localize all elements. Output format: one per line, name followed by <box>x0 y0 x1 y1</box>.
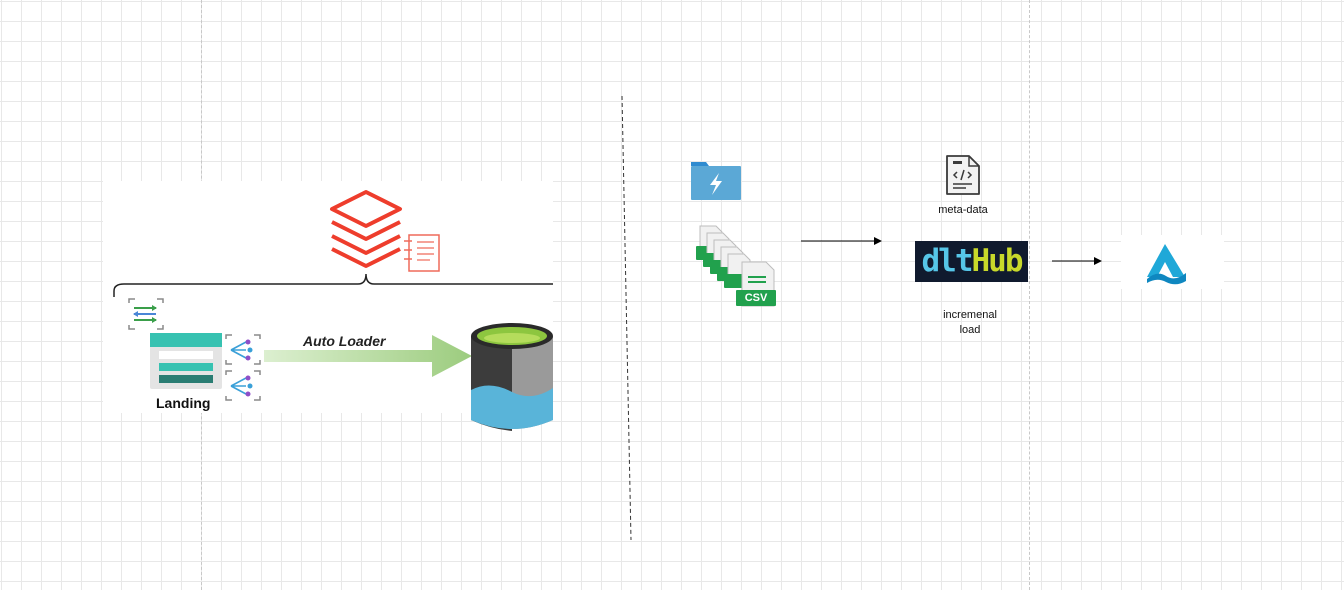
metadata-file-icon[interactable] <box>946 155 980 195</box>
notebook-icon[interactable] <box>404 234 440 272</box>
page-guide <box>1029 0 1030 590</box>
flow-arrow <box>1052 257 1102 265</box>
auto-loader-arrow <box>264 335 472 377</box>
csv-badge-label: CSV <box>744 292 768 304</box>
incremental-load-label: incremenal load <box>930 308 1010 338</box>
data-lake-icon[interactable] <box>471 323 553 431</box>
incremental-label-line2: load <box>959 324 981 336</box>
databricks-icon[interactable] <box>330 190 402 268</box>
dlthub-logo[interactable]: dltHub <box>915 241 1028 282</box>
scope-brace <box>113 273 553 297</box>
section-divider <box>621 95 632 541</box>
data-lake-logo[interactable] <box>1147 244 1186 285</box>
event-grid-icon[interactable] <box>225 334 261 365</box>
landing-storage-icon[interactable] <box>150 333 222 389</box>
dlthub-logo-dlt: dlt <box>921 243 974 279</box>
incremental-label-line1: incremenal <box>943 309 997 321</box>
data-factory-icon[interactable] <box>128 298 164 330</box>
event-grid-icon[interactable] <box>225 370 261 401</box>
csv-files-icon[interactable] <box>696 225 776 307</box>
dlthub-logo-hub: Hub <box>971 243 1024 279</box>
metadata-label: meta-data <box>938 204 988 216</box>
landing-label: Landing <box>156 395 211 411</box>
flow-arrow <box>801 237 882 245</box>
azure-files-icon[interactable] <box>691 162 741 200</box>
auto-loader-label: Auto Loader <box>303 333 386 349</box>
